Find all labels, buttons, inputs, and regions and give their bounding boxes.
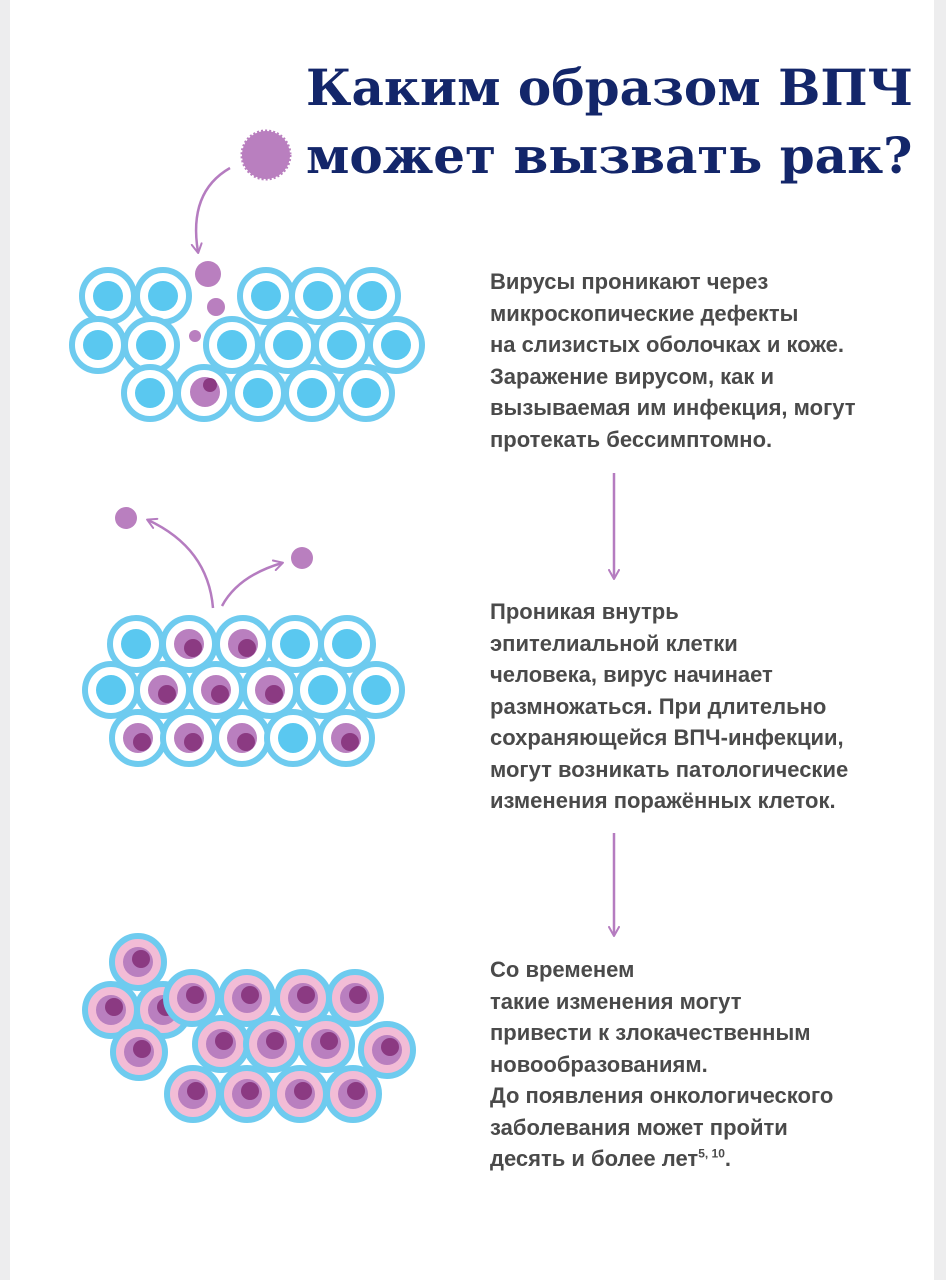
virus-inside-nucleus	[105, 998, 123, 1016]
text-line: До появления онкологического	[490, 1083, 834, 1108]
virus-inside-nucleus	[215, 1032, 233, 1050]
cell-nucleus	[361, 675, 391, 705]
virus-inside-nucleus	[203, 378, 217, 392]
virus-inside-nucleus	[133, 1040, 151, 1058]
virus-inside-nucleus	[241, 1082, 259, 1100]
virus-inside-nucleus	[320, 1032, 338, 1050]
text-line: Вирусы проникают через	[490, 269, 769, 294]
text-line: Заражение вирусом, как и	[490, 363, 775, 389]
infographic-page: Каким образом ВПЧ может вызвать рак? Вир…	[10, 0, 934, 1280]
text-line: человека, вирус начинает	[490, 662, 773, 687]
text-line: протекать бессимптомно.	[490, 426, 773, 452]
text-line-last: десять и более лет5, 10.	[490, 1143, 930, 1175]
text-line: размножаться. При длительно	[490, 693, 827, 719]
infected-cells-cluster	[82, 615, 405, 767]
text-line: такие изменения могут	[490, 988, 742, 1014]
healthy-cells-cluster	[69, 267, 425, 422]
cell-nucleus	[351, 378, 381, 408]
virus-release-arrow-right-icon	[220, 559, 284, 607]
cell-nucleus	[332, 629, 362, 659]
cell-nucleus	[251, 281, 281, 311]
cell-nucleus	[327, 330, 357, 360]
last-line-text: десять и более лет	[490, 1146, 699, 1171]
virus-inside-nucleus	[237, 733, 255, 751]
virus-inside-nucleus	[133, 733, 151, 751]
virus-inside-nucleus	[266, 1032, 284, 1050]
title-line-2: может вызвать рак?	[306, 126, 913, 185]
text-line: могут возникать патологические	[490, 756, 849, 782]
page-title: Каким образом ВПЧ может вызвать рак?	[306, 54, 926, 190]
virus-inside-nucleus	[184, 733, 202, 751]
virus-particle-icon	[240, 129, 292, 181]
cell-nucleus	[217, 330, 247, 360]
released-virus-icon	[115, 507, 137, 529]
cell-nucleus	[83, 330, 113, 360]
cell-nucleus	[135, 378, 165, 408]
released-virus-icon	[291, 547, 313, 569]
title-line-1: Каким образом ВПЧ	[306, 58, 914, 117]
virus-inside-nucleus	[297, 986, 315, 1004]
text-line: Со временем	[490, 957, 635, 982]
virus-inside-nucleus	[381, 1038, 399, 1056]
virus-inside-nucleus	[265, 685, 283, 703]
cell-nucleus	[93, 281, 123, 311]
cell-nucleus	[308, 675, 338, 705]
cell-nucleus	[381, 330, 411, 360]
cell-nucleus	[297, 378, 327, 408]
virus-inside-nucleus	[341, 733, 359, 751]
cell-nucleus	[273, 330, 303, 360]
step-2-text: Проникая внутрь эпителиальной клетки чел…	[490, 596, 930, 817]
cell-nucleus	[303, 281, 333, 311]
virus-inside-nucleus	[187, 1082, 205, 1100]
text-line: новообразованиям.	[490, 1051, 708, 1077]
virus-inside-nucleus	[184, 639, 202, 657]
virus-inside-nucleus	[294, 1082, 312, 1100]
cell-nucleus	[148, 281, 178, 311]
end-punctuation: .	[724, 1146, 732, 1171]
cell-nucleus	[121, 629, 151, 659]
entering-virus-icon	[207, 298, 225, 316]
cell-nucleus	[278, 723, 308, 753]
text-line: заболевания может пройти	[490, 1114, 788, 1140]
text-line: эпителиальной клетки	[490, 630, 738, 656]
virus-inside-nucleus	[241, 986, 259, 1004]
text-line: привести к злокачественным	[490, 1020, 811, 1045]
cancer-cells-cluster	[82, 933, 416, 1123]
illustration-canvas	[69, 129, 620, 1123]
cell-nucleus	[280, 629, 310, 659]
virus-entry-arrow-icon	[190, 166, 231, 254]
virus-inside-nucleus	[158, 685, 176, 703]
virus-inside-nucleus	[132, 950, 150, 968]
step-1-text: Вирусы проникают через микроскопические …	[490, 266, 930, 455]
text-line: изменения поражённых клеток.	[490, 788, 836, 813]
cell-nucleus	[96, 675, 126, 705]
cell-nucleus	[136, 330, 166, 360]
reference-superscript: 5, 10	[698, 1146, 725, 1161]
virus-release-arrow-left-icon	[146, 517, 215, 609]
text-line: Проникая внутрь	[490, 599, 679, 624]
entering-virus-icon	[189, 330, 201, 342]
step-3-text: Со временем такие изменения могут привес…	[490, 954, 930, 1175]
virus-inside-nucleus	[238, 639, 256, 657]
virus-inside-nucleus	[186, 986, 204, 1004]
cell-nucleus	[243, 378, 273, 408]
virus-inside-nucleus	[211, 685, 229, 703]
entering-virus-icon	[195, 261, 221, 287]
cell-nucleus	[357, 281, 387, 311]
text-line: сохраняющейся ВПЧ-инфекции,	[490, 725, 844, 750]
virus-inside-nucleus	[347, 1082, 365, 1100]
text-line: вызываемая им инфекция, могут	[490, 395, 856, 420]
virus-inside-nucleus	[349, 986, 367, 1004]
text-line: микроскопические дефекты	[490, 300, 799, 326]
text-line: на слизистых оболочках и коже.	[490, 332, 844, 357]
